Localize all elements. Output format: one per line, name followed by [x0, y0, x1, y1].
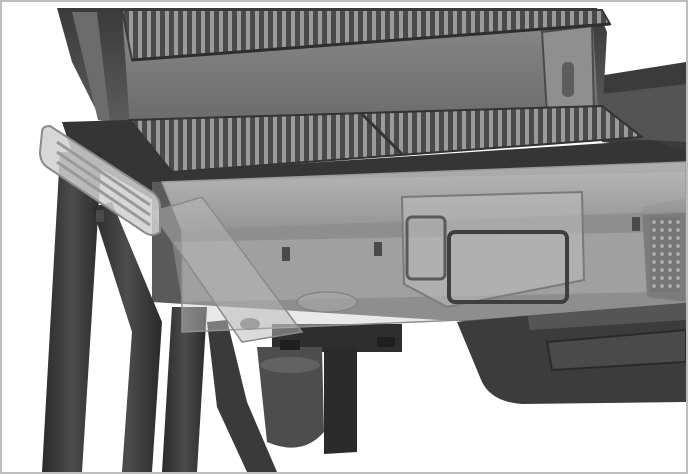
legs	[42, 152, 277, 472]
warming-rack	[120, 9, 612, 62]
side-shelf-icon	[38, 124, 161, 236]
tool-hooks	[96, 210, 640, 261]
grease-cup-icon	[257, 324, 402, 454]
control-panel-icon	[642, 198, 686, 302]
lid-handle-icon	[562, 62, 574, 97]
lower-drawer	[457, 302, 686, 404]
ghost-front-panel	[150, 161, 686, 343]
